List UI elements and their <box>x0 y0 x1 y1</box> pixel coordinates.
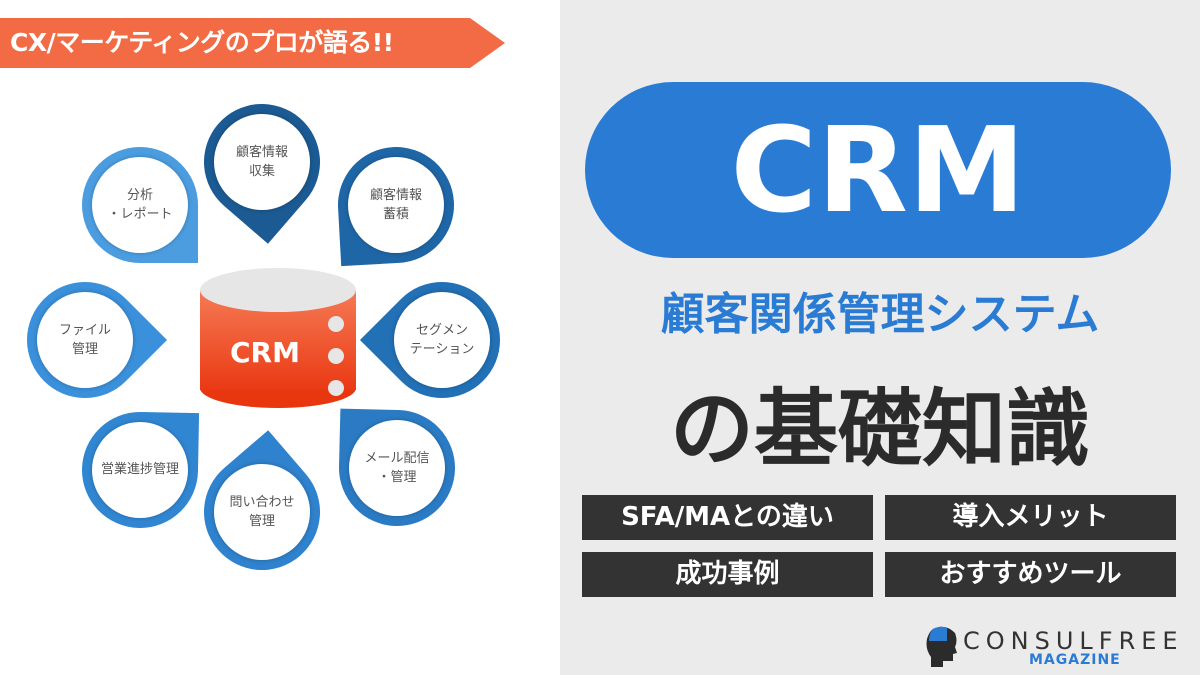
pin-label: 分析 ・レポート <box>92 157 188 253</box>
puzzle-head-icon <box>926 626 957 667</box>
pin-label: セグメン テーション <box>394 292 490 388</box>
pin-label: 問い合わせ 管理 <box>214 464 310 560</box>
crm-database-icon: CRM <box>200 268 356 408</box>
logo: CONSULFREE MAGAZINE <box>925 625 1195 670</box>
main-title: の基礎知識 <box>669 380 1090 478</box>
subtitle: 顧客関係管理システム <box>660 289 1100 340</box>
pin-label: 顧客情報 蓄積 <box>348 157 444 253</box>
tag-sfa-ma: SFA/MAとの違い <box>582 495 873 540</box>
logo-name: CONSULFREE <box>963 627 1184 655</box>
tag-tools: おすすめツール <box>885 552 1176 597</box>
pin-label: ファイル 管理 <box>37 292 133 388</box>
diagram-panel: CX/マーケティングのプロが語る!! 顧客情報 収集顧客情報 蓄積セグメン テー… <box>0 0 560 675</box>
crm-center-label: CRM <box>230 336 300 369</box>
tag-merit: 導入メリット <box>885 495 1176 540</box>
pin-label: 営業進捗管理 <box>92 422 188 518</box>
pin-label: 顧客情報 収集 <box>214 114 310 210</box>
tag-cases: 成功事例 <box>582 552 873 597</box>
pin-label: メール配信 ・管理 <box>349 420 445 516</box>
headline-banner: CX/マーケティングのプロが語る!! <box>0 18 505 68</box>
logo-sub: MAGAZINE <box>1029 652 1121 668</box>
title-pill: CRM <box>585 82 1171 258</box>
